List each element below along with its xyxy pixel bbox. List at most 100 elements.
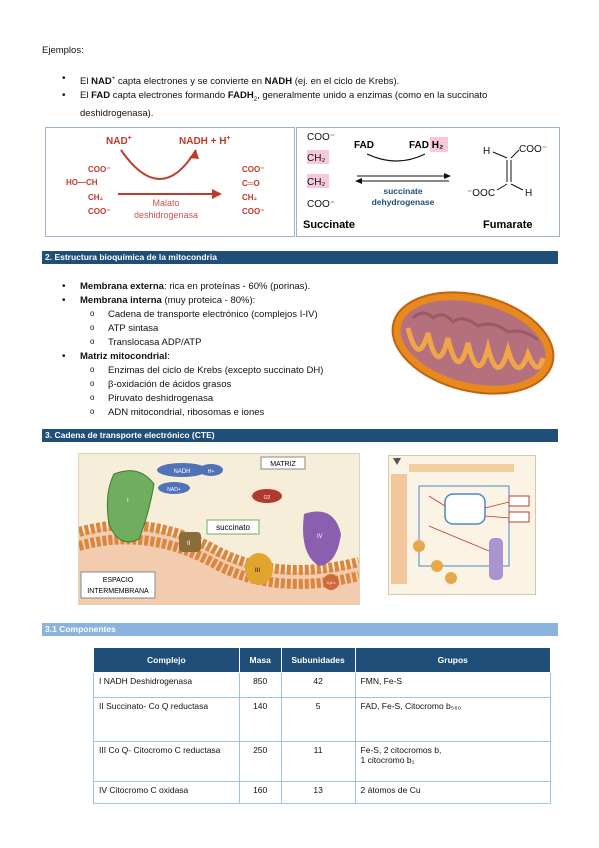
complex-iii [245,553,273,585]
cell-complejo: IV Citocromo C oxidasa [93,781,240,804]
cell-masa: 850 [239,672,282,698]
examples-list: El NAD+ capta electrones y se convierte … [62,72,522,121]
svg-text:succinato: succinato [216,523,250,532]
svg-text:H: H [525,188,532,199]
fad-label: FAD [354,140,374,151]
oxaloacetate-structure: COO⁻ C═O CH₂ COO⁻ [242,165,264,216]
svg-text:COO⁻: COO⁻ [242,165,264,174]
matriz-sub-item: Piruvato deshidrogenasa [90,391,392,406]
svg-text:H: H [483,146,490,157]
svg-text:CH₂: CH₂ [307,153,325,164]
svg-text:COO⁻: COO⁻ [307,132,335,143]
cell-grupos: FAD, Fe-S, Citocromo b₅₆₀ [355,697,552,742]
fumarate-structure: H COO⁻ ⁻OOC H [467,144,547,199]
section-3-header: 3. Cadena de transporte electrónico (CTE… [42,429,558,442]
cell-grupos: 2 átomos de Cu [355,781,552,804]
ch2-highlight-b [307,174,329,188]
nad-label: NAD+ [106,135,132,147]
succinate-reaction-diagram: COO⁻ CH₂ CH₂ COO⁻ Succinate FAD FAD H₂ s… [303,132,547,231]
svg-text:NADH: NADH [173,469,190,475]
matriz-box [260,456,306,470]
interna-sub-item: Translocasa ADP/ATP [90,335,392,350]
curved-arrow [120,149,197,180]
cell-complejo: III Co Q- Citocromo C reductasa [93,741,240,782]
cell-complejo: I NADH Deshidrogenasa [93,672,240,698]
membrana-externa-item: Membrana externa: rica en proteínas - 60… [62,280,392,294]
h-bubble [199,464,223,476]
reverse-arrow-head [355,178,362,184]
etc-detailed-diagram [391,458,530,584]
succinate-structure: COO⁻ CH₂ CH₂ COO⁻ [307,132,335,210]
mitochondria-structure-list: Membrana externa: rica en proteínas - 60… [62,280,392,420]
svg-text:C═O: C═O [242,179,260,188]
electron-transport-illustration: NADH H+ NAD+ MATRIZ I II succinato O2 II… [78,453,360,605]
svg-text:ESPACIO: ESPACIO [103,577,134,584]
nad-bubble [158,482,190,494]
fad-curve [366,153,426,162]
col-masa: Masa [238,647,282,673]
svg-text:CH₂: CH₂ [88,193,104,202]
svg-text:COO⁻: COO⁻ [307,199,335,210]
svg-text:NAD+: NAD+ [167,487,181,493]
cell-subunidades: 13 [281,781,356,804]
h2-highlight [430,137,448,152]
matriz-sub-item: β-oxidación de ácidos grasos [90,377,392,392]
ch2-highlight-a [307,150,329,164]
enzyme-name-1: Malato [152,198,179,208]
complex-iv [303,511,341,566]
svg-text:II: II [187,541,191,547]
svg-text:MATRIZ: MATRIZ [270,461,296,468]
nadh-label: NADH + H+ [179,135,231,147]
svg-text:⁻OOC: ⁻OOC [467,188,495,199]
cell-masa: 160 [239,781,282,804]
section-2-header: 2. Estructura bioquímica de la mitocondr… [42,251,558,264]
table-row: II Succinato- Co Q reductasa 140 5 FAD, … [93,697,552,742]
reaction-arrow-head [212,189,222,199]
table-row: I NADH Deshidrogenasa 850 42 FMN, Fe-S [93,672,552,698]
svg-text:INTERMEMBRANA: INTERMEMBRANA [87,588,149,595]
cell-subunidades: 11 [281,741,356,782]
forward-arrow-head [444,173,451,179]
malate-reaction-diagram: NAD+ NADH + H+ Malato deshidrogenasa COO… [66,135,264,220]
cell-grupos: FMN, Fe-S [355,672,552,698]
cytochrome-c [323,574,339,590]
example-fad: El FAD capta electrones formando FADH2, … [62,89,522,121]
svg-text:III: III [255,568,260,574]
svg-text:COO⁻: COO⁻ [519,144,547,155]
svg-text:IV: IV [317,534,323,540]
matriz-item: Matriz mitocondrial: [62,350,392,364]
table-row: III Co Q- Citocromo C reductasa 250 11 F… [93,741,552,782]
etc-diagram: NADH H+ NAD+ MATRIZ I II succinato O2 II… [79,454,359,604]
complex-ii [179,532,201,552]
svg-text:COO⁻: COO⁻ [242,207,264,216]
cell-subunidades: 5 [281,697,356,742]
examples-heading: Ejemplos: [42,45,84,56]
malate-structure: COO⁻ HO—CH CH₂ COO⁻ [66,165,110,216]
enzyme-name-2: deshidrogenasa [134,210,198,220]
membrana-interna-item: Membrana interna (muy proteica - 80%): [62,294,392,308]
enzyme-name-2: dehydrogenase [372,197,435,207]
table-row: IV Citocromo C oxidasa 160 13 2 átomos d… [93,781,552,804]
succinate-label: Succinate [303,219,355,231]
cell-masa: 250 [239,741,282,782]
svg-text:O2: O2 [264,495,271,501]
svg-text:I: I [127,498,129,504]
svg-text:CH₂: CH₂ [242,193,258,202]
example-nad: El NAD+ capta electrones y se convierte … [62,72,522,89]
svg-text:HO—CH: HO—CH [66,178,98,187]
svg-text:COO⁻: COO⁻ [88,207,110,216]
svg-text:COO⁻: COO⁻ [88,165,110,174]
matriz-sub-item: Enzimas del ciclo de Krebs (excepto succ… [90,363,392,378]
table-header-row: Complejo Masa Subunidades Grupos [93,647,552,673]
cell-subunidades: 42 [281,672,356,698]
matriz-sub-item: ADN mitocondrial, ribosomas e iones [90,405,392,420]
fumarate-label: Fumarate [483,219,533,231]
cell-masa: 140 [239,697,282,742]
svg-text:H+: H+ [208,469,215,475]
etc-detailed-illustration [388,455,536,595]
col-subunidades: Subunidades [280,647,356,673]
col-complejo: Complejo [93,647,240,673]
svg-text:CH₂: CH₂ [307,177,325,188]
succinato-box [206,519,260,535]
complex-i [106,470,155,543]
